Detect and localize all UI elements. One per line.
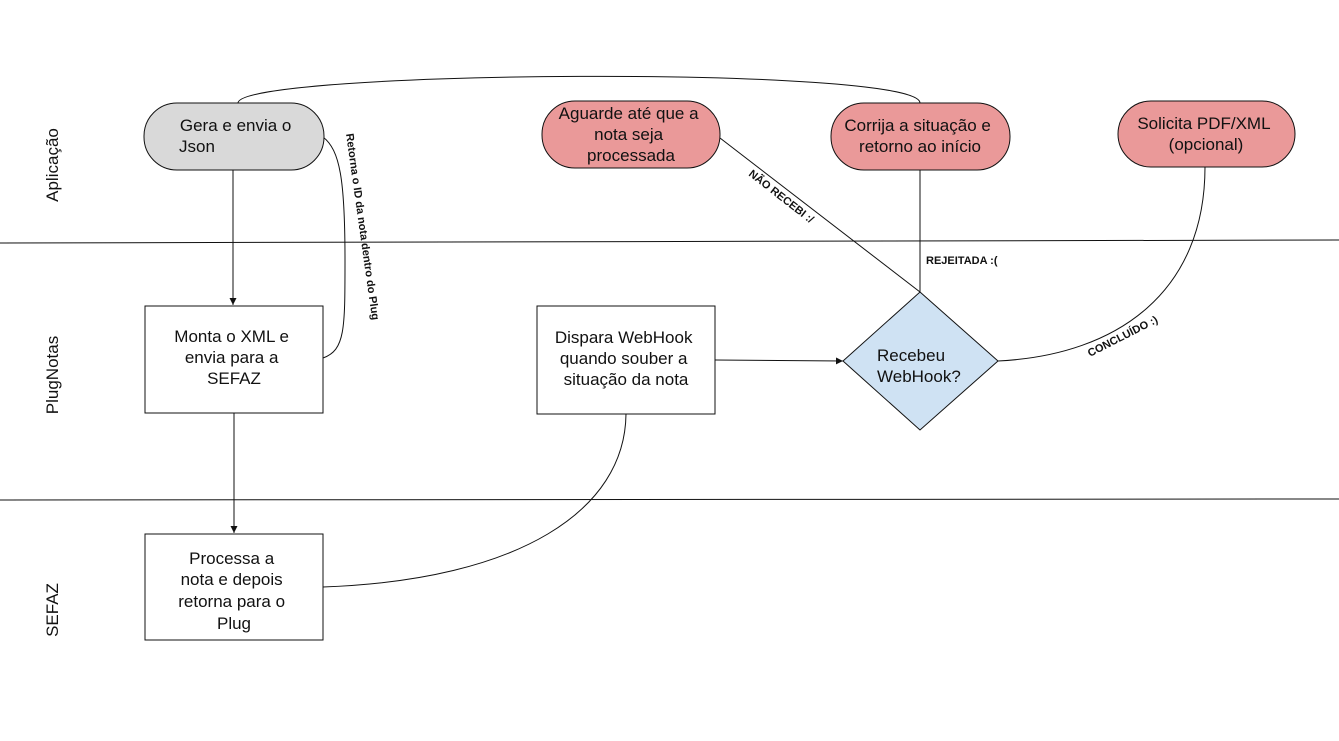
lane-label-sefaz: SEFAZ bbox=[43, 583, 62, 637]
svg-text:Recebeu WebHook?: Recebeu WebHook? bbox=[877, 346, 961, 386]
node-recebeu-webhook: Recebeu WebHook? bbox=[842, 291, 999, 431]
lane-label-plugnotas: PlugNotas bbox=[43, 336, 62, 414]
edge-label-rejeitada: REJEITADA :( bbox=[926, 255, 998, 267]
edge-recebeu-to-aguarde bbox=[719, 137, 921, 293]
edge-processa-to-dispara bbox=[322, 413, 627, 588]
lane-label-aplicacao: Aplicação bbox=[43, 128, 62, 202]
node-corrija: Corrija a situação e retorno ao início bbox=[830, 102, 1011, 171]
svg-text:Processa a nota e depois: Processa a nota e depois retorna para o … bbox=[178, 549, 290, 633]
svg-text:Solicita PDF/XML (opcion: Solicita PDF/XML (opcional) bbox=[1137, 114, 1274, 154]
svg-text:Monta o XML e envia para: Monta o XML e envia para a SEFAZ bbox=[174, 327, 293, 388]
node-processa: Processa a nota e depois retorna para o … bbox=[144, 533, 324, 641]
edge-corrija-to-gera bbox=[237, 75, 921, 104]
edge-label-retorna-id: Retorna o ID da nota dentro do Plug bbox=[343, 133, 381, 321]
svg-text:Corrija a situação e ret: Corrija a situação e retorno ao início bbox=[844, 116, 995, 156]
edge-monta-to-gera bbox=[322, 136, 346, 359]
svg-text:Aguarde até que a nota s: Aguarde até que a nota seja processada bbox=[559, 104, 704, 165]
node-aguarde: Aguarde até que a nota seja processada bbox=[541, 100, 721, 169]
lane-divider-bottom bbox=[0, 498, 1339, 501]
node-monta-xml: Monta o XML e envia para a SEFAZ bbox=[144, 305, 324, 414]
lane-divider-top bbox=[0, 239, 1339, 244]
edge-dispara-to-recebeu bbox=[714, 357, 844, 365]
edge-label-concluido: CONCLUÍDO :) bbox=[1085, 313, 1160, 360]
node-gera-json: Gera e envia o Json bbox=[143, 102, 325, 171]
svg-text:Dispara WebHook quando s: Dispara WebHook quando souber a situação… bbox=[555, 328, 697, 389]
edge-label-nao-recebi: NÃO RECEBI :/ bbox=[746, 167, 816, 226]
node-dispara-webhook: Dispara WebHook quando souber a situação… bbox=[536, 305, 716, 415]
edge-recebeu-to-solicita bbox=[997, 166, 1206, 362]
svg-text:Gera e envia o Json: Gera e envia o Json bbox=[179, 116, 296, 156]
node-solicita: Solicita PDF/XML (opcional) bbox=[1117, 100, 1296, 168]
